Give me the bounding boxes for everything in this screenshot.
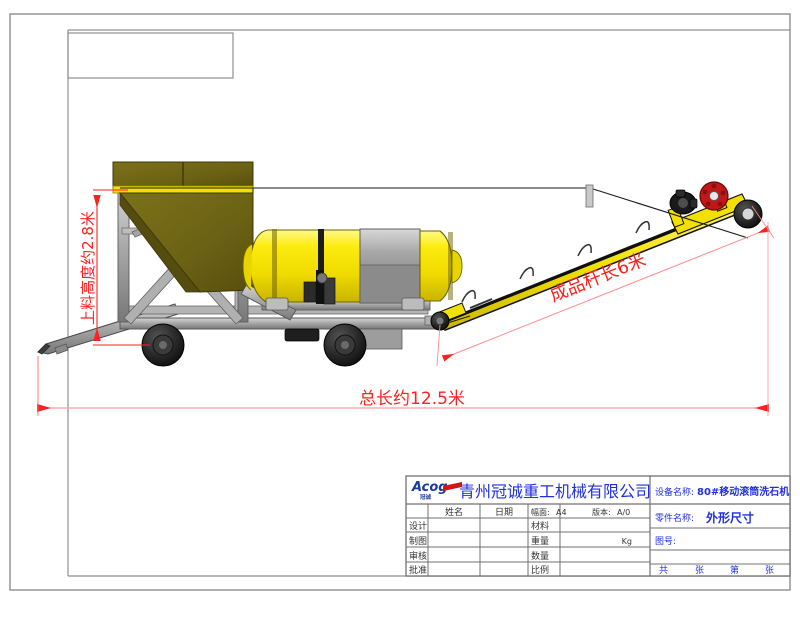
logo-text: Acog xyxy=(411,480,448,495)
role-approve: 批准 xyxy=(409,564,427,576)
spec-scale-label: 比例 xyxy=(531,564,549,576)
road-wheels xyxy=(141,323,367,367)
part-name-value: 外形尺寸 xyxy=(706,510,754,525)
header-date-label: 日期 xyxy=(495,507,513,518)
equipment-name-value: 80#移动滚筒洗石机 xyxy=(697,485,789,498)
spec-material-label: 材料 xyxy=(531,520,549,532)
spec-weight-label: 重量 xyxy=(531,535,549,547)
company-name: 青州冠诚重工机械有限公司 xyxy=(459,482,651,501)
drive-pulley xyxy=(699,181,729,211)
sheet-index-unit: 张 xyxy=(765,565,774,576)
feed-hopper xyxy=(112,161,297,321)
sheet-total-label: 共 xyxy=(659,565,668,576)
title-block: Acog 冠诚 青州冠诚重工机械有限公司 姓名 日期 幅面: A4 版本: A/… xyxy=(405,475,791,577)
role-drafting: 制图 xyxy=(409,535,427,547)
sheet-total-unit: 张 xyxy=(695,565,704,576)
equipment-name-label: 设备名称: xyxy=(655,486,694,498)
note-box xyxy=(67,32,234,79)
version-label: 版本: xyxy=(592,507,611,517)
logo-subtext: 冠诚 xyxy=(420,493,432,501)
conveyor-motor xyxy=(669,189,698,215)
feed-height-label: 上料高度约2.8米 xyxy=(79,211,97,325)
dimension-feed-height: 上料高度约2.8米 xyxy=(79,189,150,346)
role-review: 审核 xyxy=(409,550,427,562)
header-name-label: 姓名 xyxy=(445,506,463,518)
weight-unit: Kg xyxy=(622,537,632,546)
format-value: A4 xyxy=(556,508,567,517)
part-name-label: 零件名称: xyxy=(655,512,694,524)
format-label: 幅面: xyxy=(531,507,550,517)
version-value: A/0 xyxy=(617,508,630,517)
company-logo: Acog 冠诚 xyxy=(411,480,462,501)
role-design: 设计 xyxy=(409,520,427,532)
total-length-label: 总长约12.5米 xyxy=(359,389,465,409)
drawing-number-label: 图号: xyxy=(655,536,676,547)
sheet-index-label: 第 xyxy=(730,564,739,576)
dimension-total-length: 总长约12.5米 xyxy=(36,222,770,416)
discharge-conveyor xyxy=(430,181,763,332)
spec-quantity-label: 数量 xyxy=(531,550,549,562)
